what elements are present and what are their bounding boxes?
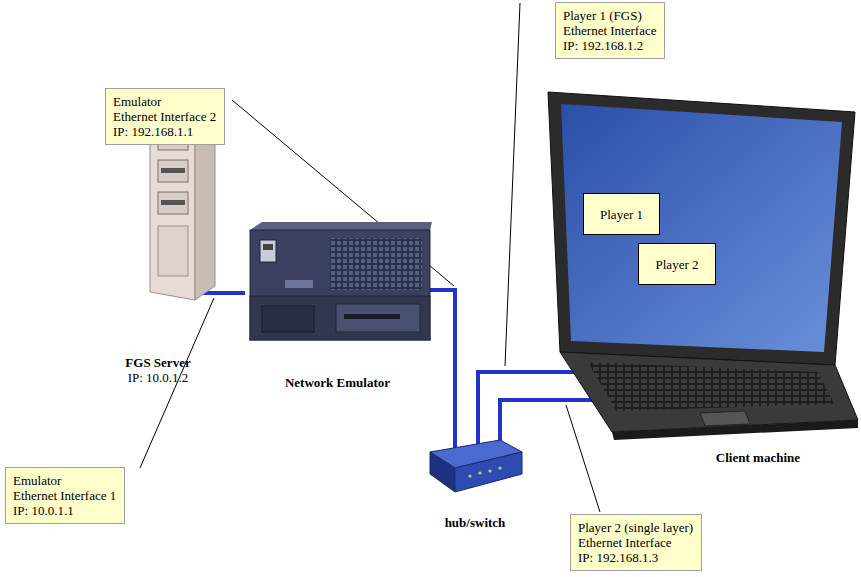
callout-text: Ethernet Interface 1 <box>13 488 117 503</box>
ethernet-cable <box>430 290 455 450</box>
leader-lines <box>140 3 600 512</box>
callout-text: IP: 192.168.1.3 <box>578 550 694 565</box>
hub-device <box>430 440 522 492</box>
server-node: FGS ServerIP: 10.0.1.2 <box>118 90 198 385</box>
emulator-chassis <box>250 222 432 340</box>
callout-box: Player 1 (FGS)Ethernet InterfaceIP: 192.… <box>555 2 665 59</box>
hub-node: hub/switch <box>425 440 525 530</box>
callout-text: IP: 192.168.1.1 <box>113 124 217 139</box>
callout-box: EmulatorEthernet Interface 2IP: 192.168.… <box>105 88 225 145</box>
callout-text: Emulator <box>113 94 217 109</box>
emulator-node: Network Emulator <box>245 215 430 390</box>
player-window: Player 2 <box>638 243 716 285</box>
callout-text: Player 1 (FGS) <box>563 8 657 23</box>
device-label: IP: 10.0.1.2 <box>128 370 189 385</box>
ethernet-cable <box>500 400 540 442</box>
callout-text: IP: 10.0.1.1 <box>13 503 117 518</box>
callout-box: EmulatorEthernet Interface 1IP: 10.0.1.1 <box>5 467 125 524</box>
player-window: Player 1 <box>583 193 660 235</box>
window-label: Player 2 <box>656 257 699 272</box>
ethernet-cable <box>478 372 540 444</box>
device-label: FGS Server <box>125 355 190 370</box>
window-label: Player 1 <box>600 207 643 222</box>
callout-text: Ethernet Interface <box>563 23 657 38</box>
device-label: Network Emulator <box>285 375 390 390</box>
device-label: Client machine <box>716 450 800 465</box>
callout-text: Ethernet Interface 2 <box>113 109 217 124</box>
device-label: hub/switch <box>445 515 506 530</box>
callout-text: IP: 192.168.1.2 <box>563 38 657 53</box>
callout-text: Ethernet Interface <box>578 535 694 550</box>
callout-text: Emulator <box>13 473 117 488</box>
callout-box: Player 2 (single layer)Ethernet Interfac… <box>570 514 702 571</box>
callout-text: Player 2 (single layer) <box>578 520 694 535</box>
client-node: Client machine Player 1 Player 2 <box>540 85 860 465</box>
laptop <box>540 92 858 440</box>
